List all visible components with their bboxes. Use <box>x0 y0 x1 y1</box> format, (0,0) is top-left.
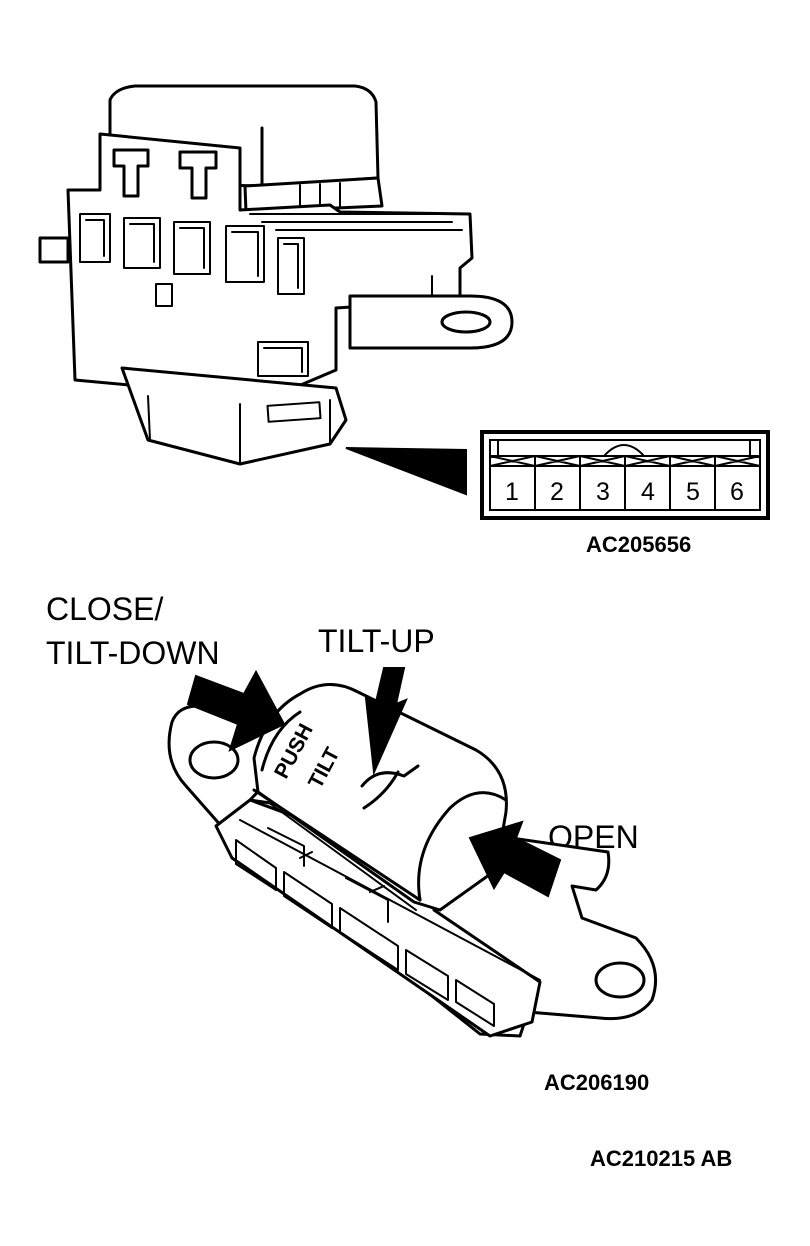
connector-pin-4: 4 <box>641 478 655 506</box>
connector-pin-6: 6 <box>730 478 744 506</box>
figure-code: AC210215 AB <box>590 1146 732 1171</box>
close-arrow <box>186 669 286 752</box>
connector-pin-1: 1 <box>505 478 519 506</box>
top-view-code: AC205656 <box>586 532 691 557</box>
connector-pin-2: 2 <box>550 478 564 506</box>
switch-rear-view <box>38 84 514 466</box>
close-label-line1: CLOSE/ <box>46 591 163 627</box>
close-label-line2: TILT-DOWN <box>46 635 220 671</box>
bottom-view-code: AC206190 <box>544 1070 649 1095</box>
tilt-up-arrow <box>364 667 408 776</box>
tilt-up-label: TILT-UP <box>318 623 435 659</box>
connector-pin-3: 3 <box>596 478 610 506</box>
connector-pin-5: 5 <box>686 478 700 506</box>
connector-pointer <box>345 447 467 496</box>
open-arrow <box>468 820 562 898</box>
connector-face: 1 2 3 4 5 6 <box>480 430 770 520</box>
